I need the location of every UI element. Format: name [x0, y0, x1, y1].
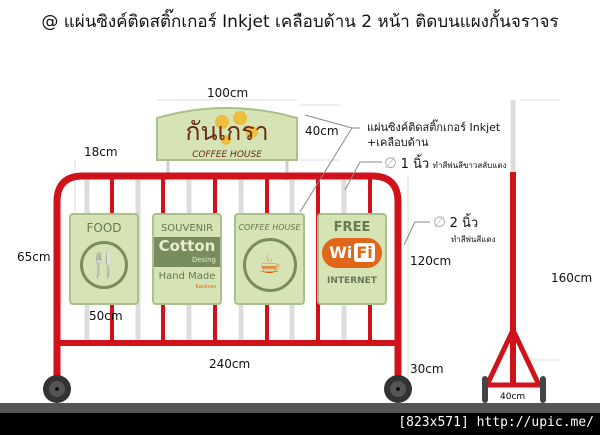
dim-sign-width: 50cm — [89, 309, 123, 323]
dim-barrier-width: 240cm — [209, 357, 251, 371]
sign-coffee-title: COFFEE HOUSE — [238, 223, 301, 232]
diameter-icon: ∅ — [433, 213, 447, 231]
dim-top-width: 100cm — [207, 86, 249, 100]
note-sticker: แผ่นซิงค์ติดสติ๊กเกอร์ Inkjet +เคลือบด้า… — [367, 121, 501, 149]
sign-souvenir-title: SOUVENIR — [160, 223, 214, 234]
sign-souvenir-bottom: Hand Made — [158, 271, 216, 282]
barrier-wheel-right — [384, 375, 412, 403]
diameter-icon: ∅ — [384, 154, 398, 172]
sign-food-title: FOOD — [86, 221, 122, 235]
dim-top-height: 40cm — [305, 124, 339, 138]
top-sign: กันเกรา COFFEE HOUSE — [156, 107, 298, 161]
ground — [0, 403, 600, 413]
leader-lines — [299, 114, 430, 246]
sign-food: FOOD 🍴 — [69, 213, 139, 305]
sign-souvenir: SOUVENIR Cotton Desing Hand Made Kankrao — [152, 213, 222, 305]
sign-wifi-bottom: INTERNET — [327, 276, 377, 286]
fork-knife-icon: 🍴 — [80, 241, 128, 289]
footer-bar: [823x571] http://upic.me/ — [0, 413, 600, 435]
note-pipe-2: ∅ 2 นิ้ว ทำสีพ่นสีแดง — [433, 213, 496, 244]
note-pipe-1: ∅ 1 นิ้ว ทำสีพ่นสีขาวสลับแดง — [384, 154, 507, 172]
top-sign-subtitle: COFFEE HOUSE — [192, 150, 262, 160]
coffee-cup-icon: ☕ — [242, 238, 297, 292]
dim-stand-base: 40cm — [500, 392, 526, 402]
flower-icon — [215, 111, 258, 145]
dim-barrier-height: 120cm — [410, 254, 452, 268]
barrier-wheel-left — [43, 375, 71, 403]
page-title: @ แผ่นซิงค์ติดสติ๊กเกอร์ Inkjet เคลือบด้… — [41, 12, 559, 32]
dim-stand-height: 160cm — [551, 271, 593, 285]
side-stand — [482, 100, 546, 403]
footer-text: [823x571] http://upic.me/ — [398, 415, 594, 430]
top-sign-brand: กันเกรา — [185, 117, 268, 146]
sign-souvenir-logo: Kankrao — [195, 284, 217, 290]
barrier-frame — [53, 172, 402, 385]
dim-sign-height: 65cm — [17, 250, 51, 264]
dim-wheel-height: 30cm — [410, 362, 444, 376]
sign-wifi-title: FREE — [333, 220, 371, 235]
sign-coffee: COFFEE HOUSE ☕ — [234, 213, 305, 305]
sign-souvenir-band: Cotton Desing — [154, 237, 220, 267]
dim-post-height: 18cm — [84, 145, 118, 159]
